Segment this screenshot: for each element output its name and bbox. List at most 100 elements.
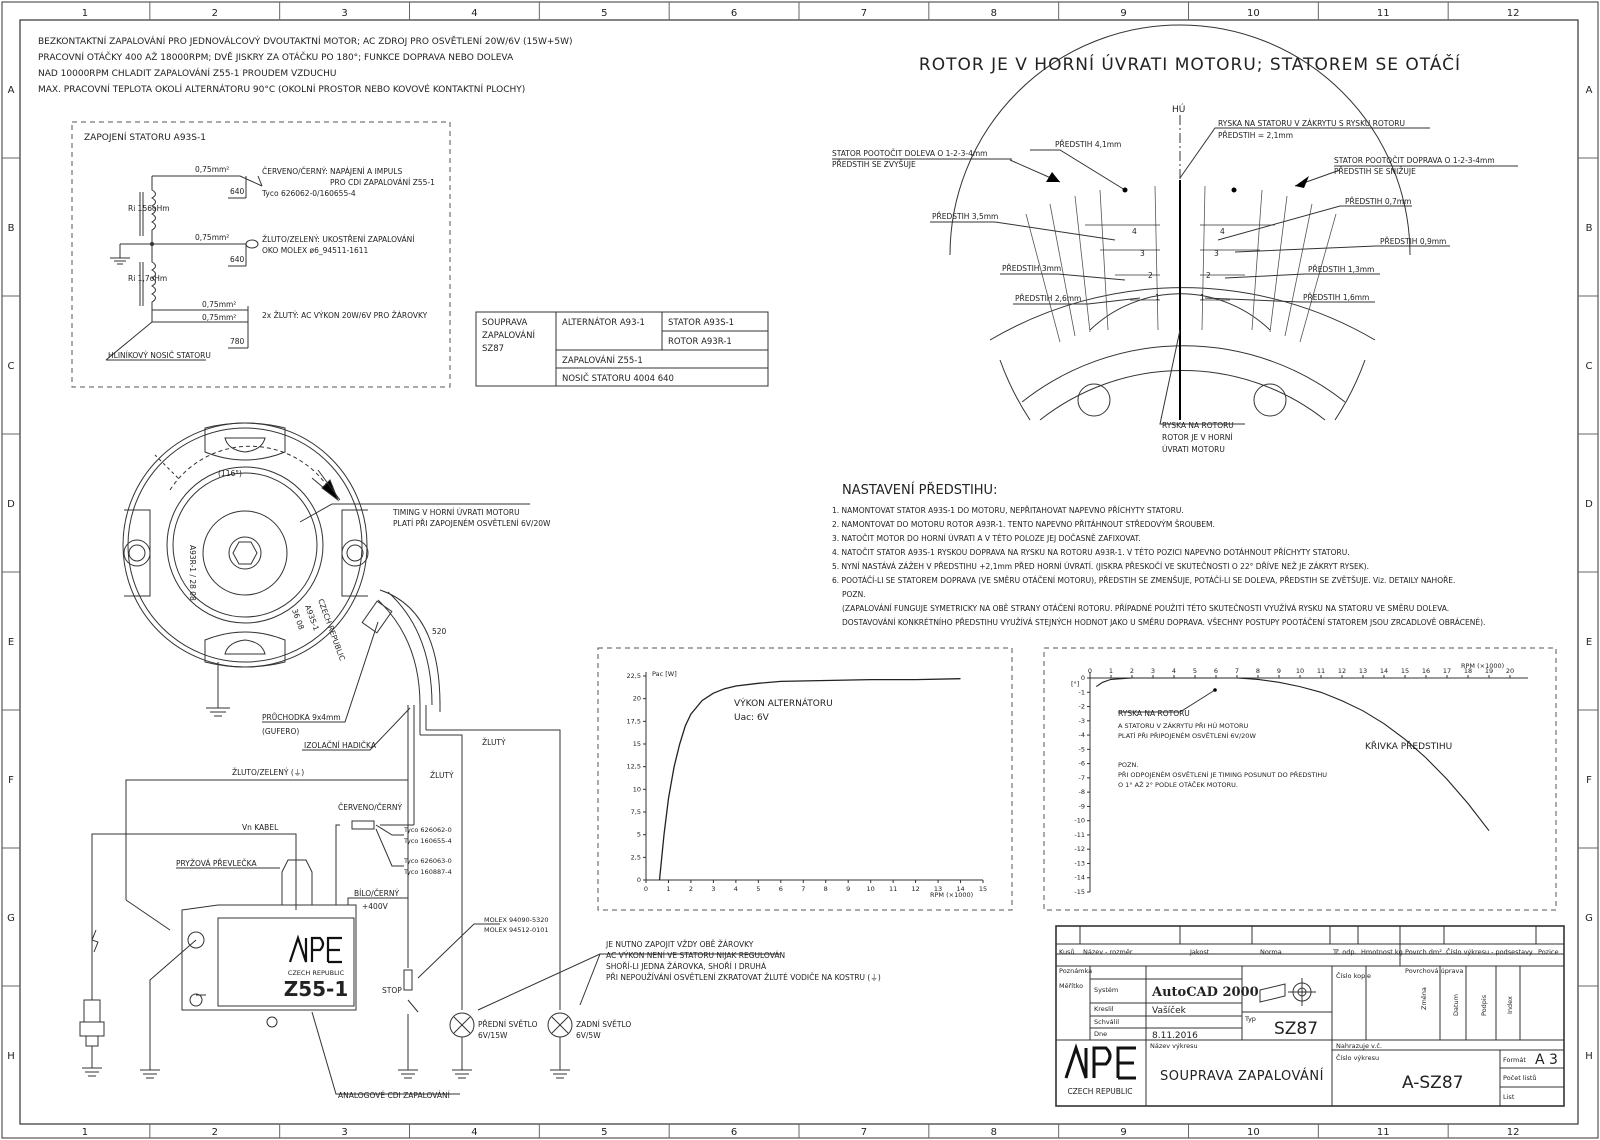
step-mark: 4 (1220, 227, 1225, 236)
stamp-text: 36 08 (290, 608, 306, 631)
timing-label: PLATÍ PŘI ZAPOJENÉM OSVĚTLENÍ 6V/20W (393, 519, 551, 528)
y-tick-label: 15 (633, 740, 641, 748)
coil-low-resistance (150, 250, 156, 318)
wire-description: PRO CDI ZAPALOVÁNÍ Z55-1 (330, 178, 435, 187)
y-tick-label: -1 (1079, 688, 1085, 696)
grid-column-label: 4 (471, 8, 477, 19)
settings-step: 2. NAMONTOVAT DO MOTORU ROTOR A93R-1. TE… (832, 520, 1215, 529)
tb-type: SZ87 (1274, 1019, 1318, 1039)
step-mark: 1 (1155, 293, 1160, 302)
y-tick-label: 0 (1081, 674, 1085, 682)
light-label: 6V/15W (478, 1031, 508, 1040)
rotor-detail-title: ROTOR JE V HORNÍ ÚVRATI MOTORU; STATOREM… (919, 53, 1461, 75)
title-block-text: Kusů Název - rozměr Jakost Norma Tř. odp… (1059, 947, 1558, 1101)
grid-row-label: F (8, 775, 14, 786)
x-tick-label: 9 (846, 885, 850, 893)
tb-cad-system: AutoCAD 2000 (1151, 985, 1259, 1000)
grid-row-label: E (1586, 637, 1592, 648)
rotor-mark-label: RYSKA NA ROTORU (1162, 421, 1234, 430)
stator-wiring-diagram: ZAPOJENÍ STATORU A93S-1 Ri 156oHm Ri 1,7… (71, 121, 451, 388)
kit-alternator: ALTERNÁTOR A93-1 (562, 316, 645, 328)
angle-label: (116°) (218, 469, 242, 478)
hose-label: IZOLAČNÍ HADIČKA (304, 741, 377, 750)
tb-label: Kreslil (1094, 1005, 1114, 1013)
y-tick-label: 7,5 (631, 808, 641, 816)
grid-row-label: D (7, 499, 15, 510)
grid-row-label: H (7, 1051, 15, 1062)
grid-column-label: 6 (731, 1127, 737, 1138)
lights-note: AC VÝKON NENÍ VE STATORU NIJAK REGULOVÁN (606, 951, 785, 960)
kit-name-line: SZ87 (482, 344, 504, 354)
tb-author: Vašíček (1152, 1005, 1187, 1016)
ignition-circuit (79, 705, 573, 1079)
grid-column-label: 6 (731, 8, 737, 19)
wire-size: 0,75mm² (202, 313, 236, 322)
chart-annotation: A STATORU V ZÁKRYTU PŘI HÚ MOTORU (1118, 721, 1248, 730)
tb-label: Povrchová úprava (1405, 967, 1463, 975)
grid-column-label: 10 (1247, 8, 1260, 19)
x-tick-label: 6 (779, 885, 783, 893)
x-tick-label: 1 (1109, 667, 1113, 675)
grommet-label: PRŮCHODKA 9x4mm (262, 713, 341, 722)
kit-name-line: SOUPRAVA (482, 318, 528, 328)
tb-label: Název výkresu (1150, 1042, 1198, 1050)
y-tick-label: 10 (633, 785, 641, 793)
light-label: 6V/5W (576, 1031, 601, 1040)
wire-length: 640 (230, 187, 245, 196)
grid-row-label: B (1586, 223, 1593, 234)
settings-step: 1. NAMONTOVAT STATOR A93S-1 DO MOTORU, N… (832, 506, 1184, 515)
y-tick-label: -7 (1079, 774, 1085, 782)
stop-switch-label: STOP (382, 986, 402, 995)
tb-header: Název - rozměr (1083, 948, 1133, 956)
connector-label: OKO MOLEX ø6_94511-1611 (262, 246, 369, 255)
x-tick-label: 15 (1401, 667, 1409, 675)
y-tick-label: 5 (637, 831, 641, 839)
x-tick-label: 18 (1464, 667, 1472, 675)
tb-header: Hmotnost kg (1361, 948, 1403, 956)
kit-rotor: ROTOR A93R-1 (668, 337, 732, 347)
y-tick-label: 12,5 (627, 763, 641, 771)
turn-right-label: PŘEDSTIH SE SNIŽUJE (1334, 167, 1416, 176)
y-tick-label: -6 (1079, 760, 1085, 768)
chart-note: O 1° AŽ 2° PODLE OTÁČEK MOTORU. (1118, 780, 1238, 789)
wire-length: 780 (230, 337, 245, 346)
header-note-line: BEZKONTAKTNÍ ZAPALOVÁNÍ PRO JEDNOVÁLCOVÝ… (38, 35, 573, 47)
grid-column-label: 10 (1247, 1127, 1260, 1138)
y-tick-label: -11 (1074, 831, 1085, 839)
lights-note: JE NUTNO ZAPOJIT VŽDY OBĚ ŽÁROVKY (605, 940, 754, 949)
settings-note: DOSTAVOVÁNÍ KONKRÉTNÍHO PŘEDSTIHU VYUŽÍV… (842, 618, 1485, 627)
y-tick-label: -15 (1074, 888, 1085, 896)
timing-label: TIMING V HORNÍ ÚVRATI MOTORU (392, 508, 520, 517)
tb-label: Číslo kopie (1336, 971, 1371, 980)
x-tick-label: 13 (1359, 667, 1367, 675)
grid-column-label: 12 (1507, 1127, 1520, 1138)
coil-high-resistance (150, 176, 156, 250)
tb-label: Formát (1503, 1056, 1526, 1064)
stator-mark-label: RYSKA NA STATORU V ZÁKRYTU S RYSKU ROTOR… (1218, 119, 1405, 128)
grid-column-label: 3 (341, 8, 347, 19)
hu-label: HÚ (1172, 103, 1185, 115)
turn-left-label: PŘEDSTIH SE ZVYŠUJE (832, 160, 916, 169)
advance-label-left: PŘEDSTIH 2,6mm (1015, 294, 1081, 303)
grommet-label: (GUFERO) (262, 727, 299, 736)
wire-color-label: ČERVENO/ČERNÝ (338, 803, 402, 812)
grid-column-label: 9 (1120, 8, 1126, 19)
title-block (1055, 925, 1565, 1107)
wire-size: 0,75mm² (195, 165, 229, 174)
settings-title: NASTAVENÍ PŘEDSTIHU: (842, 482, 997, 498)
wire-color-label: ŽLUTÝ (430, 771, 454, 780)
x-tick-label: 14 (1380, 667, 1388, 675)
tb-label: Poznámka (1059, 967, 1092, 975)
x-tick-label: 9 (1277, 667, 1281, 675)
tb-header: Povrch dm² (1405, 948, 1442, 956)
y-tick-label: 2,5 (631, 853, 641, 861)
coil-resistance-label: Ri 156oHm (128, 204, 170, 213)
x-tick-label: 13 (934, 885, 942, 893)
kit-name-line: ZAPALOVÁNÍ (482, 329, 535, 341)
grid-row-label: C (8, 361, 15, 372)
tb-label: Datum (1452, 994, 1460, 1016)
grid-column-label: 1 (82, 1127, 88, 1138)
header-note-line: NAD 10000RPM CHLADIT ZAPALOVÁNÍ Z55-1 PR… (38, 67, 336, 79)
